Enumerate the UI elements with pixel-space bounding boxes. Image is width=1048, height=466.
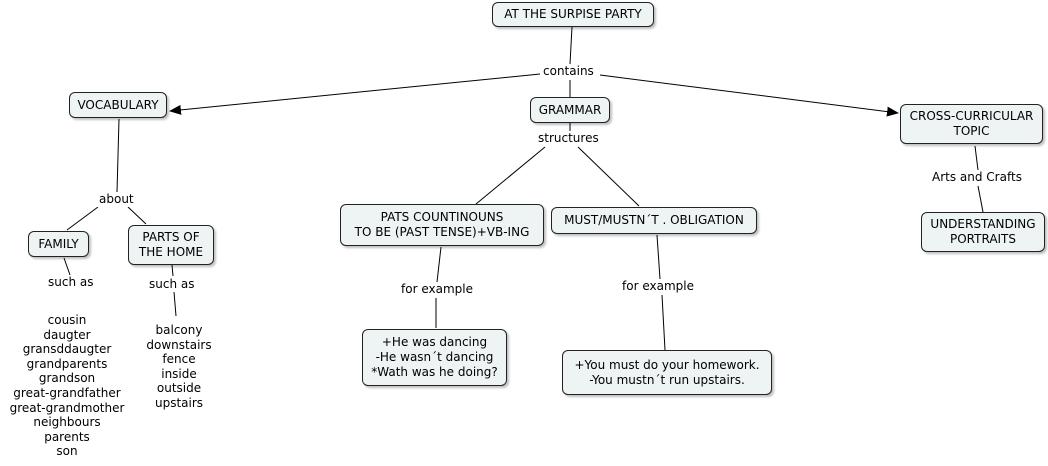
- home-word: outside: [156, 381, 202, 396]
- node-example-past[interactable]: +He was dancing -He wasn´t dancing *Wath…: [362, 329, 507, 386]
- family-word: neighbours: [33, 415, 101, 430]
- family-word: cousin: [47, 313, 87, 327]
- node-cross-curricular-topic[interactable]: CROSS-CURRICULAR TOPIC: [900, 104, 1043, 144]
- home-word: inside: [161, 366, 197, 381]
- home-word: fence: [162, 352, 196, 367]
- node-grammar[interactable]: GRAMMAR: [530, 97, 610, 123]
- label-for-example-past: for example: [399, 282, 475, 297]
- node-past-continuous[interactable]: PATS COUNTINOUNS TO BE (PAST TENSE)+VB-I…: [340, 204, 544, 246]
- arrow-contains-cross: [599, 74, 899, 117]
- line-home-suchas-words: [173, 291, 177, 317]
- label-such-as-family: such as: [46, 275, 96, 290]
- line-must-forexample: [656, 234, 661, 280]
- label-for-example-must: for example: [620, 279, 696, 294]
- home-word: upstairs: [154, 395, 204, 410]
- line-about-family: [66, 206, 99, 231]
- line-root-contains: [569, 26, 573, 65]
- home-word: balcony: [155, 323, 203, 337]
- family-word: gransddaugter: [22, 342, 112, 357]
- line-vocabulary-about: [116, 118, 120, 193]
- label-about: about: [97, 192, 136, 207]
- label-such-as-home: such as: [147, 277, 197, 292]
- family-word: great-grandmother: [9, 400, 125, 415]
- node-example-must[interactable]: +You must do your homework. -You mustn´t…: [562, 350, 772, 395]
- line-forexample-exmust: [661, 294, 666, 351]
- home-word: downstairs: [146, 337, 212, 352]
- node-family[interactable]: FAMILY: [28, 231, 89, 257]
- arrow-contains-vocabulary: [169, 73, 541, 115]
- node-at-the-surprise-party[interactable]: AT THE SURPISE PARTY: [492, 2, 654, 27]
- home-word-list: balcony downstairs fence inside outside …: [139, 323, 219, 411]
- line-arts-portraits: [977, 185, 984, 213]
- line-cross-arts: [974, 145, 979, 171]
- family-word-list: cousin daugter gransddaugter grandparent…: [0, 313, 134, 459]
- line-home-suchas: [171, 264, 174, 277]
- line-structures-past: [475, 146, 546, 205]
- family-word: great-grandfather: [13, 385, 121, 400]
- node-understanding-portraits[interactable]: UNDERSTANDING PORTRAITS: [921, 212, 1045, 252]
- family-word: parents: [44, 429, 90, 444]
- line-past-forexample: [436, 246, 442, 283]
- line-about-home: [127, 206, 147, 225]
- family-word: grandson: [38, 371, 96, 386]
- label-structures: structures: [536, 131, 601, 146]
- family-word: daugter: [43, 327, 91, 342]
- family-word: grandparents: [26, 356, 108, 371]
- node-parts-of-the-home[interactable]: PARTS OF THE HOME: [128, 225, 214, 265]
- label-contains: contains: [541, 64, 596, 79]
- node-must-mustnt-obligation[interactable]: MUST/MUSTN´T . OBLIGATION: [551, 207, 757, 234]
- node-vocabulary[interactable]: VOCABULARY: [69, 92, 167, 118]
- line-family-suchas: [63, 257, 71, 276]
- label-arts-and-crafts: Arts and Crafts: [930, 170, 1024, 185]
- line-structures-must: [577, 146, 640, 207]
- family-word: son: [56, 444, 78, 459]
